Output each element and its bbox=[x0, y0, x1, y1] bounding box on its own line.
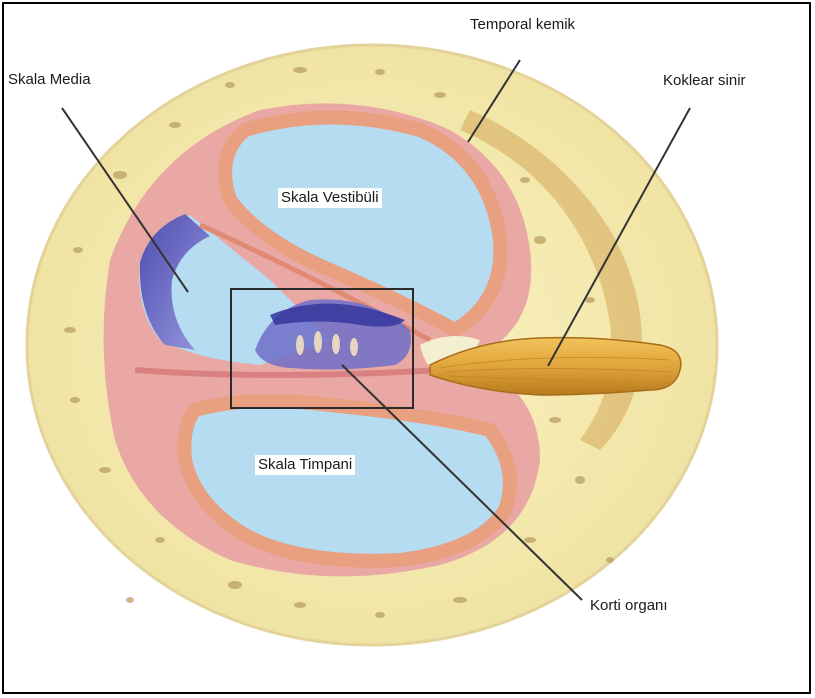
label-skala-media: Skala Media bbox=[8, 71, 91, 89]
label-skala-vestibuli: Skala Vestibüli bbox=[278, 188, 382, 208]
label-skala-timpani: Skala Timpani bbox=[255, 455, 355, 475]
label-temporal-kemik: Temporal kemik bbox=[470, 16, 575, 34]
label-korti-organi: Korti organı bbox=[590, 597, 668, 615]
label-koklear-sinir: Koklear sinir bbox=[663, 72, 746, 90]
